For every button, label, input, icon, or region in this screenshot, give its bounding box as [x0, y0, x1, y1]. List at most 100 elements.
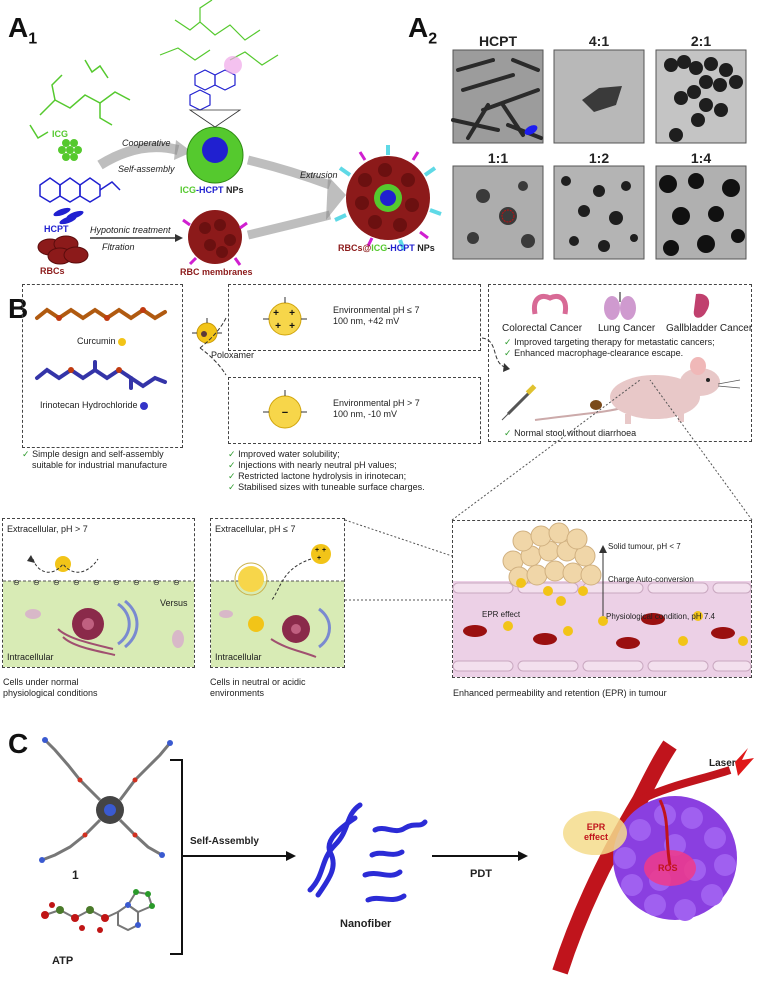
compound-1-label: 1: [72, 868, 79, 882]
check-icon: ✓: [22, 449, 30, 459]
solid-tumour-label: Solid tumour, pH < 7: [608, 542, 681, 551]
irinotecan-label: Irinotecan Hydrochloride: [40, 400, 149, 411]
filtration-label: Fltration: [102, 242, 135, 252]
cooperative-label: Cooperative: [122, 138, 171, 148]
nanofiber-icon: [307, 802, 428, 903]
curcumin-label: Curcumin: [77, 336, 127, 347]
pdt-arrow: [432, 851, 528, 861]
panel-b-label: B: [8, 293, 29, 324]
extrusion-arrow: [246, 155, 332, 190]
ph-acid-box: [228, 284, 481, 351]
atp-label: ATP: [52, 955, 74, 967]
icg-label: ICG: [52, 129, 69, 139]
icg-molecule-icon: [29, 59, 131, 140]
self-assembly-bracket: [170, 759, 188, 955]
pdt-label: PDT: [470, 868, 492, 880]
check-icon: ✓: [504, 337, 512, 347]
epr-tumour-illustration: [452, 522, 752, 677]
cooperative-arrow: [97, 142, 180, 170]
physiological-label: Physiological condition, pH 7.4: [606, 612, 715, 621]
charge-conversion-label: Charge Auto-conversion: [608, 575, 694, 584]
icg-spheres: [58, 139, 82, 161]
nanofiber-label: Nanofiber: [340, 918, 392, 930]
gallbladder-label: Gallbladder Cancer: [666, 323, 753, 334]
cell-acid-box: [210, 518, 345, 668]
tem-image-1-2: [553, 165, 645, 260]
svg-text:⊖: ⊖: [33, 578, 40, 587]
check-icon: ✓: [228, 460, 236, 470]
svg-text:⊖: ⊖: [73, 578, 80, 587]
poloxamer-arrows: [199, 317, 227, 376]
dashed-arrow-to-mouse: [481, 337, 510, 372]
tem-label-4-1: 4:1: [588, 33, 610, 49]
cell-acid-illustration: +++: [211, 544, 344, 667]
final-np-label: RBCs@ICG-HCPT NPs: [338, 243, 435, 253]
hcpt-molecule-icon: [39, 177, 121, 203]
versus-label: Versus: [160, 598, 188, 608]
panel-a2-label: A2: [408, 12, 438, 48]
compound-1-molecule-icon: [39, 737, 173, 863]
svg-text:⊖: ⊖: [13, 578, 20, 587]
poloxamer-label: Poloxamer: [211, 350, 255, 360]
check-icon: ✓: [504, 428, 512, 438]
tem-image-4-1: [553, 49, 645, 144]
epr-caption: Enhanced permeability and retention (EPR…: [453, 688, 667, 698]
rbcs-label: RBCs: [40, 266, 65, 276]
mouse-box: [488, 284, 752, 442]
ph-base-box: [228, 377, 481, 444]
targeting-list: ✓ Improved targeting therapy for metasta…: [504, 337, 715, 359]
svg-text:+: +: [289, 308, 295, 319]
irinotecan-dot-icon: [140, 401, 149, 410]
svg-text:⊖: ⊖: [113, 578, 120, 587]
hcpt-label: HCPT: [44, 224, 69, 234]
colorectal-icon: [531, 293, 569, 315]
targeting-item: ✓ Improved targeting therapy for metasta…: [504, 337, 715, 347]
check-icon: ✓: [228, 482, 236, 492]
lung-icon: [604, 292, 636, 320]
irinotecan-molecule-icon: [35, 360, 167, 390]
self-assembly-label: Self-Assembly: [190, 836, 259, 847]
svg-text:+: +: [317, 555, 321, 562]
hypotonic-label: Hypotonic treatment: [90, 225, 171, 235]
tem-label-1-1: 1:1: [487, 150, 509, 166]
intracellular-label-1: Intracellular: [7, 652, 54, 662]
positive-np-icon: ++++: [263, 297, 307, 336]
svg-text:+: +: [322, 547, 326, 554]
panel-a1-diagram: [29, 0, 442, 266]
cell-normal-illustration: ⊖⊖⊖⊖⊖⊖⊖⊖⊖: [3, 555, 194, 667]
svg-text:+: +: [315, 547, 319, 554]
svg-text:−: −: [282, 407, 288, 419]
tem-image-1-1: [452, 165, 544, 260]
ros-label: ROS: [658, 863, 678, 873]
hcpt-discs: [53, 207, 84, 225]
benefit-item: ✓ Restricted lactone hydrolysis in irino…: [228, 471, 407, 481]
targeting-item: ✓ Enhanced macrophage-clearance escape.: [504, 348, 684, 358]
icg-hcpt-nps-label: ICG-HCPT NPs: [180, 185, 244, 195]
tem-image-2-1: [655, 49, 747, 144]
check-icon: ✓: [228, 471, 236, 481]
tem-label-hcpt: HCPT: [478, 33, 518, 49]
atp-molecule-icon: [41, 889, 155, 933]
curcumin-dot-icon: [118, 337, 127, 346]
curcumin-molecule-icon: [35, 307, 167, 321]
gallbladder-icon: [693, 293, 710, 318]
extracellular-acid-label: Extracellular, pH ≤ 7: [215, 524, 296, 534]
stool-item: ✓ Normal stool without diarrhoea: [504, 428, 637, 438]
epr-effect-label: EPR effect: [482, 610, 521, 619]
tem-image-1-4: [655, 165, 747, 260]
svg-text:⊖: ⊖: [153, 578, 160, 587]
lung-label: Lung Cancer: [598, 323, 656, 334]
self-assembly-arrow: [186, 851, 296, 861]
self-assembly-label: Self-assembly: [118, 164, 175, 174]
svg-text:⊖: ⊖: [133, 578, 140, 587]
benefit-item: ✓ Stabilised sizes with tuneable surface…: [228, 482, 425, 492]
molecule-box: [22, 284, 183, 448]
colorectal-label: Colorectal Cancer: [502, 323, 583, 334]
poloxamer-np: [192, 318, 222, 344]
cell-normal-box: [2, 518, 195, 668]
